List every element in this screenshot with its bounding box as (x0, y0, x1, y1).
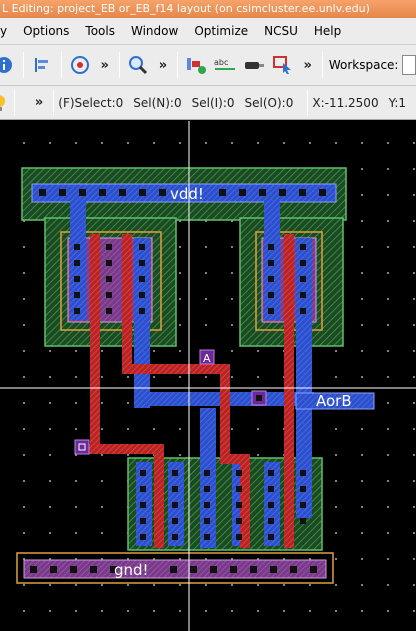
toolbar-separator (118, 52, 120, 78)
input-a-label: A (203, 352, 211, 365)
menu-item-ncsu[interactable]: NCSU (264, 24, 298, 38)
status-fselect: (F)Select:0 (58, 95, 124, 110)
status-sel-i: Sel(I):0 (191, 95, 235, 110)
vdd-rail (31, 183, 337, 203)
menu-item-optimize[interactable]: Optimize (194, 24, 249, 38)
toolbar-more-icon[interactable]: » (303, 57, 312, 73)
poly-gate (284, 234, 294, 334)
metal1-strap (200, 408, 216, 548)
status-more-icon[interactable]: » (34, 95, 44, 110)
align-left-icon[interactable] (30, 52, 55, 78)
poly-gate (154, 444, 164, 548)
menu-bar: y Options Tools Window Optimize NCSU Hel… (0, 18, 416, 45)
target-icon[interactable] (68, 52, 93, 78)
nmos-contacts (140, 470, 306, 540)
poly-route (284, 330, 294, 548)
toolbar-separator (307, 89, 309, 116)
toolbar-separator (321, 52, 323, 78)
toolbar-more-icon[interactable]: » (100, 57, 109, 73)
poly-gate (240, 454, 250, 548)
input-b-pin-mark (78, 443, 86, 451)
svg-text:abc: abc (214, 58, 228, 67)
layout-canvas[interactable]: A vdd! AorB gnd! (0, 121, 416, 631)
poly-route (220, 364, 230, 464)
toolbar-separator (177, 52, 179, 78)
vdd-contacts (39, 189, 326, 196)
input-b-pin[interactable] (74, 439, 90, 455)
metal1-output-pin-bar (295, 392, 375, 410)
label-icon[interactable]: abc (213, 52, 238, 78)
gnd-label: gnd! (114, 561, 149, 579)
toolbar-separator (60, 52, 62, 78)
poly-gate (90, 234, 100, 334)
metal1-output-bar (134, 316, 150, 408)
toolbar-separator (53, 89, 55, 116)
main-toolbar: » » abc » Workspace: (0, 45, 416, 86)
poly-route (90, 330, 100, 454)
input-a-pin[interactable] (199, 349, 215, 365)
menu-item-tools[interactable]: Tools (85, 24, 115, 38)
pselect-left (60, 231, 162, 331)
poly-route (122, 364, 230, 374)
layout-drawing: A vdd! AorB gnd! (0, 121, 416, 631)
gnd-contacts (30, 566, 317, 573)
output-contact-core (256, 395, 262, 401)
status-y-coord: Y:1 (388, 95, 406, 110)
pin-icon[interactable] (242, 52, 267, 78)
menu-item-view[interactable]: y (0, 24, 8, 38)
status-sel-n: Sel(N):0 (133, 95, 182, 110)
poly-route (220, 454, 250, 464)
bulb-icon[interactable] (0, 90, 8, 116)
gnd-select (16, 552, 334, 584)
workspace-label: Workspace: (328, 58, 399, 72)
menu-item-options[interactable]: Options (23, 24, 70, 38)
zoom-icon[interactable] (126, 52, 151, 78)
pmos-contacts (74, 244, 306, 314)
vdd-label: vdd! (170, 185, 204, 203)
status-toolbar: » (F)Select:0 Sel(N):0 Sel(I):0 Sel(O):0… (0, 86, 416, 120)
menu-item-help[interactable]: Help (313, 24, 342, 38)
poly-route (84, 444, 164, 454)
select-cursor-icon[interactable] (271, 52, 296, 78)
create-instance-icon[interactable] (184, 52, 209, 78)
toolbar-more-icon[interactable]: » (158, 57, 168, 73)
menu-item-window[interactable]: Window (130, 24, 179, 38)
window-title: L Editing: project_EB or_EB_f14 layout (… (0, 0, 416, 18)
workspace-select[interactable] (402, 55, 416, 75)
poly-route (122, 330, 132, 374)
status-x-coord: X:-11.2500 (312, 95, 379, 110)
toolbar-separator (14, 89, 15, 116)
status-sel-o: Sel(O):0 (244, 95, 294, 110)
output-label: AorB (316, 392, 352, 410)
poly-gate (122, 234, 132, 334)
toolbar-separator (22, 52, 24, 78)
info-icon[interactable] (0, 52, 17, 78)
